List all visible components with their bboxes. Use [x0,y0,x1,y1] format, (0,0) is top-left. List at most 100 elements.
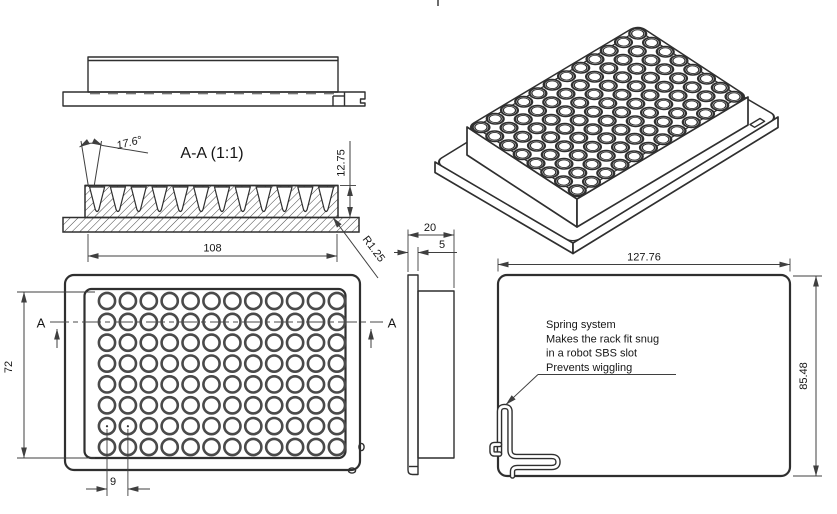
plan-spring-bump-bottom [347,467,357,474]
iso-well-inner [601,81,616,90]
plan-well [181,416,201,436]
iso-well-inner [727,92,741,101]
plan-well [306,416,326,436]
iso-well-inner [529,141,544,150]
iso-well-inner [643,90,657,100]
footprint-outline [496,273,792,478]
plan-well [306,291,326,311]
dim-block-height-label: 12.75 [336,149,348,177]
iso-well-inner [600,98,615,108]
iso-well-inner [644,55,658,65]
profile-view: 20 5 [394,222,457,476]
plan-well [160,354,180,374]
iso-well-inner [587,72,602,81]
plan-well [243,395,263,415]
plan-well [222,354,242,374]
plan-well [327,354,347,374]
plan-well [139,333,159,353]
plan-well [118,333,138,353]
iso-well-inner [530,106,545,116]
iso-well-inner [657,82,672,91]
iso-well-inner [671,73,686,83]
iso-well-inner [571,133,586,143]
iso-well-inner [615,72,630,82]
section-well-block-hatched [84,184,339,219]
plan-well-block [83,287,347,460]
iso-well-inner [556,177,571,186]
section-well-cavity [317,186,335,213]
iso-well-inner [557,142,572,151]
iso-well-inner [627,152,642,161]
plan-well [160,333,180,353]
iso-well-inner [573,80,588,90]
angle-extension-line [93,140,102,188]
iso-well-inner [543,150,558,160]
iso-well-inner [629,99,643,108]
iso-well-inner [658,47,673,56]
iso-well-inner [488,114,502,123]
iso-well-inner [586,125,600,134]
iso-well-inner [474,123,488,132]
iso-well-inner [557,159,571,168]
plan-well [264,437,284,457]
iso-well-inner [600,116,615,126]
section-title: A-A (1:1) [180,145,243,162]
plan-well [139,437,159,457]
plan-well [222,395,242,415]
spring-flexure [489,403,561,479]
plan-well [243,374,263,394]
plan-well [285,354,305,374]
iso-well-inner [656,99,671,109]
iso-well-inner [613,143,628,152]
iso-well-inner [670,108,685,118]
iso-well-inner [699,91,713,101]
plan-well [160,374,180,394]
iso-well-inner [558,107,573,116]
iso-well-inner [699,74,714,83]
spring-hook [490,443,501,456]
plan-well [264,354,284,374]
plan-well [160,395,180,415]
plan-well [202,437,221,457]
iso-well-inner [584,177,599,186]
plan-well [202,416,221,436]
plan-well [306,374,326,394]
side-base-plate [62,91,366,107]
iso-well-inner [629,81,644,91]
section-well-cavity [213,186,231,213]
plan-well [202,333,221,353]
profile-well-block [417,290,455,459]
plan-well [285,291,305,311]
plan-well [327,333,347,353]
plan-well [139,395,159,415]
plan-well [118,354,138,374]
iso-well-inner [602,63,616,73]
iso-well-inner [642,125,656,135]
plan-well [306,354,326,374]
footprint-view: 127.76 85.48 Spring system Makes the rac… [489,252,822,479]
iso-well-inner [531,89,545,98]
section-well-cavity [130,186,147,213]
plan-well [160,291,180,311]
plan-well [285,416,305,436]
plan-well [306,437,326,457]
plan-wells-grid [97,291,347,457]
iso-well-inner [529,159,543,168]
iso-well-inner [616,55,630,64]
plan-well [264,374,284,394]
iso-well-inner [558,124,572,133]
iso-well-inner [686,65,700,74]
plan-well [327,437,347,457]
profile-base-plate [407,274,419,476]
plan-well [118,374,138,394]
section-view: 17.6° A-A (1:1) 12.75 R1.25 108 [62,134,387,279]
spring-annotation: Spring system Makes the rack fit snug in… [505,319,676,405]
iso-well-inner [685,82,700,92]
plan-well [327,374,347,394]
plan-well [285,437,305,457]
iso-well-inner [585,142,600,151]
iso-well-inner [543,132,558,142]
plan-well [285,374,305,394]
plan-well [243,291,263,311]
